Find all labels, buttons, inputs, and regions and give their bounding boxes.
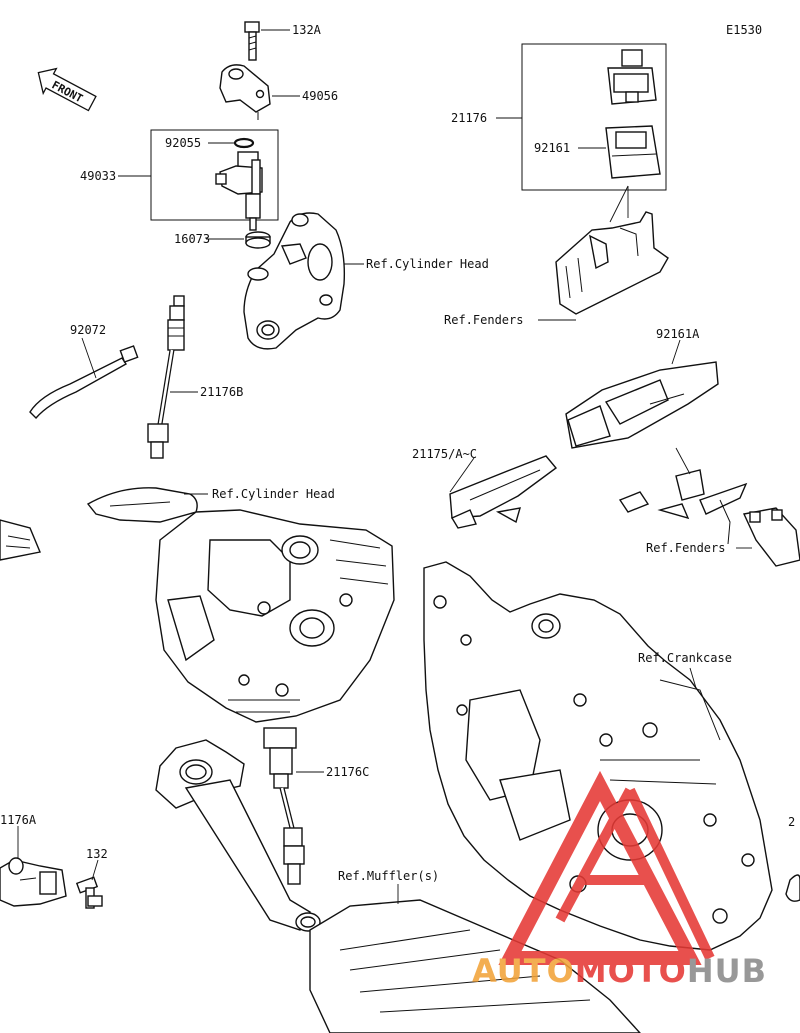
fender-bracket-1-part [555,211,669,315]
label-ref-fenders-2: Ref.Fenders [646,541,725,555]
group-box-21176 [521,43,667,191]
label-92161a: 92161A [656,327,700,341]
sensor-21176a-part [0,857,67,907]
label-21176b: 21176B [200,385,243,399]
label-49033: 49033 [80,169,116,183]
sensor-21176b-part [147,295,185,459]
label-132: 132 [86,847,108,861]
cylinder-head-fragment [0,487,198,561]
label-21175: 21175/A~C [412,447,477,461]
label-ref-cylinder-head-2: Ref.Cylinder Head [212,487,335,501]
label-21176: 21176 [451,111,487,125]
svg-text:AUTOMOTOHUB: AUTOMOTOHUB [472,952,767,990]
group-box-49033 [150,129,279,221]
logo-text-auto: AUTO [472,952,575,990]
bolt-132-part [75,876,103,909]
diagram-code: E1530 [726,23,762,37]
logo-text-moto: MOTO [575,952,687,990]
logo-text-hub: HUB [687,952,767,990]
fender-bracket-2-part [675,469,800,567]
label-21176a: 1176A [0,813,37,827]
sensor-21176c-part [263,727,305,885]
label-ref-fenders-1: Ref.Fenders [444,313,523,327]
seal-16073-part [245,231,271,249]
harness-21175-part [449,455,748,529]
label-ref-cylinder-head-1: Ref.Cylinder Head [366,257,489,271]
label-16073: 16073 [174,232,210,246]
o-ring-92055-part [233,137,255,149]
label-21176c: 21176C [326,765,369,779]
injector-49033-part [215,151,263,231]
bracket-49056-part [219,64,271,120]
intake-manifold-part [243,212,346,350]
front-arrow-icon: FRONT [37,67,97,112]
bolt-132a-part [244,21,260,61]
label-92161: 92161 [534,141,570,155]
label-ref-mufflers: Ref.Muffler(s) [338,869,439,883]
connector-21176-part [607,49,657,105]
cylinder-head-main-part [155,509,395,723]
cover-92161-part [605,125,661,179]
label-49056: 49056 [302,89,338,103]
crankcase-part [423,561,800,951]
automotohub-logo: AUTOMOTOHUB [472,770,767,990]
cable-tie-92072-part [29,345,139,420]
label-92072: 92072 [70,323,106,337]
label-92055: 92055 [165,136,201,150]
label-edge-2: 2 [788,815,795,829]
cover-92161a-part [565,361,719,449]
label-ref-crankcase: Ref.Crankcase [638,651,732,665]
muffler-part [309,899,641,1033]
label-132a: 132A [292,23,322,37]
exhaust-pipe-part [155,739,321,932]
